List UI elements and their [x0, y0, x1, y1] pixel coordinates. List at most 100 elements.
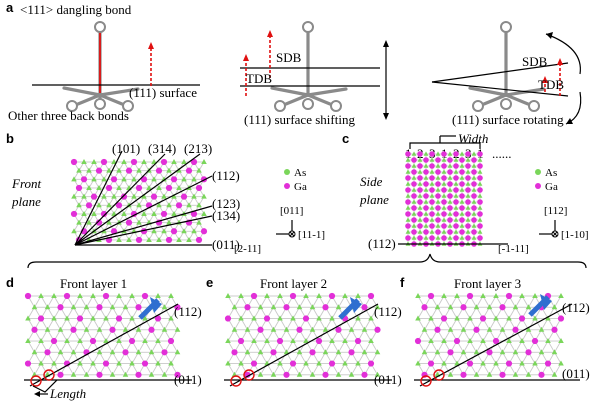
as-atom: [131, 176, 137, 182]
as-atom: [196, 202, 202, 208]
as-atom: [86, 184, 92, 190]
miller-011-e: (011): [374, 372, 402, 387]
ga-atom: [367, 292, 375, 300]
as-atom: [290, 315, 296, 321]
as-atom: [181, 176, 187, 182]
as-atom: [355, 360, 361, 366]
as-atom: [454, 315, 460, 321]
as-atom: [329, 315, 335, 321]
as-atom: [121, 210, 127, 216]
ga-atom: [170, 228, 178, 235]
as-atom: [77, 293, 83, 298]
ga-atom: [411, 157, 417, 163]
as-atom: [90, 293, 96, 298]
as-atom: [129, 315, 135, 321]
as-atom: [374, 349, 381, 355]
as-atom: [532, 360, 538, 366]
as-atom: [519, 360, 525, 366]
ga-atom: [63, 292, 71, 300]
as-atom: [270, 326, 277, 332]
ga-atom: [160, 210, 168, 218]
as-atom: [142, 315, 148, 321]
as-atom: [141, 193, 147, 199]
plane-label-c: plane: [359, 192, 389, 207]
ga-atom: [551, 326, 558, 333]
miller-123: (123): [212, 196, 240, 211]
ga-atom: [315, 337, 323, 345]
as-atom: [309, 371, 316, 377]
as-atom: [459, 187, 465, 192]
ga-atom: [405, 211, 411, 217]
ga-atom: [141, 292, 149, 300]
as-atom: [447, 151, 453, 156]
ga-atom: [160, 158, 168, 166]
as-atom: [168, 315, 174, 321]
as-atom: [70, 349, 77, 355]
ga-atom: [190, 158, 198, 166]
ga-atom: [447, 217, 453, 223]
as-atom: [257, 349, 264, 355]
ga-atom: [148, 326, 155, 333]
as-atom: [447, 304, 454, 310]
ga-atom: [473, 326, 480, 333]
as-atom: [460, 326, 467, 332]
as-atom: [106, 202, 112, 208]
ga-atom: [459, 217, 465, 223]
as-atom: [81, 193, 87, 199]
as-atom: [447, 211, 453, 216]
as-atom: [171, 210, 177, 216]
as-atom: [196, 167, 202, 173]
as-atom: [447, 187, 453, 192]
ga-atom: [465, 163, 471, 169]
ga-atom: [465, 187, 471, 193]
ga-atom: [70, 326, 77, 333]
as-atom: [415, 315, 421, 321]
as-atom: [467, 315, 473, 321]
ga-atom: [155, 167, 163, 174]
as-atom: [348, 371, 355, 377]
ga-atom: [538, 371, 545, 378]
as-atom: [473, 371, 480, 377]
width-dots: ......: [492, 146, 512, 161]
as-atom: [558, 360, 564, 366]
as-atom: [415, 293, 421, 298]
as-atom: [181, 159, 187, 164]
as-atom: [155, 360, 161, 366]
tdb-label-2: TDB: [246, 71, 272, 86]
as-atom: [303, 360, 309, 366]
as-atom: [25, 338, 31, 344]
ga-atom: [417, 163, 423, 169]
as-atom: [428, 338, 434, 344]
ga-atom: [447, 181, 453, 187]
as-atom: [335, 304, 342, 310]
ga-atom: [477, 223, 483, 229]
ga-atom: [471, 169, 477, 175]
ga-atom: [283, 371, 290, 378]
as-atom: [155, 293, 161, 298]
as-atom: [168, 293, 174, 298]
as-atom: [551, 349, 558, 355]
panel-a: a <111> dangling bond (111) surface Othe…: [6, 0, 582, 127]
as-atom: [116, 236, 122, 242]
as-atom: [201, 210, 207, 216]
ga-atom: [411, 217, 417, 223]
lattice-d: [24, 292, 181, 378]
as-atom: [38, 360, 44, 366]
ga-atom: [477, 151, 483, 157]
as-atom: [264, 338, 270, 344]
as-atom: [477, 193, 483, 198]
ga-atom: [423, 169, 429, 175]
ga-atom: [427, 360, 435, 367]
as-atom: [151, 228, 157, 234]
as-atom: [423, 175, 429, 180]
ga-atom: [161, 349, 168, 356]
as-atom: [473, 304, 480, 310]
as-atom: [31, 304, 38, 310]
ga-atom: [322, 304, 329, 311]
as-atom: [519, 293, 525, 298]
ga-atom: [44, 349, 51, 356]
ga-atom: [435, 229, 441, 235]
as-atom: [335, 371, 342, 377]
panel-c-label: c: [342, 131, 349, 146]
